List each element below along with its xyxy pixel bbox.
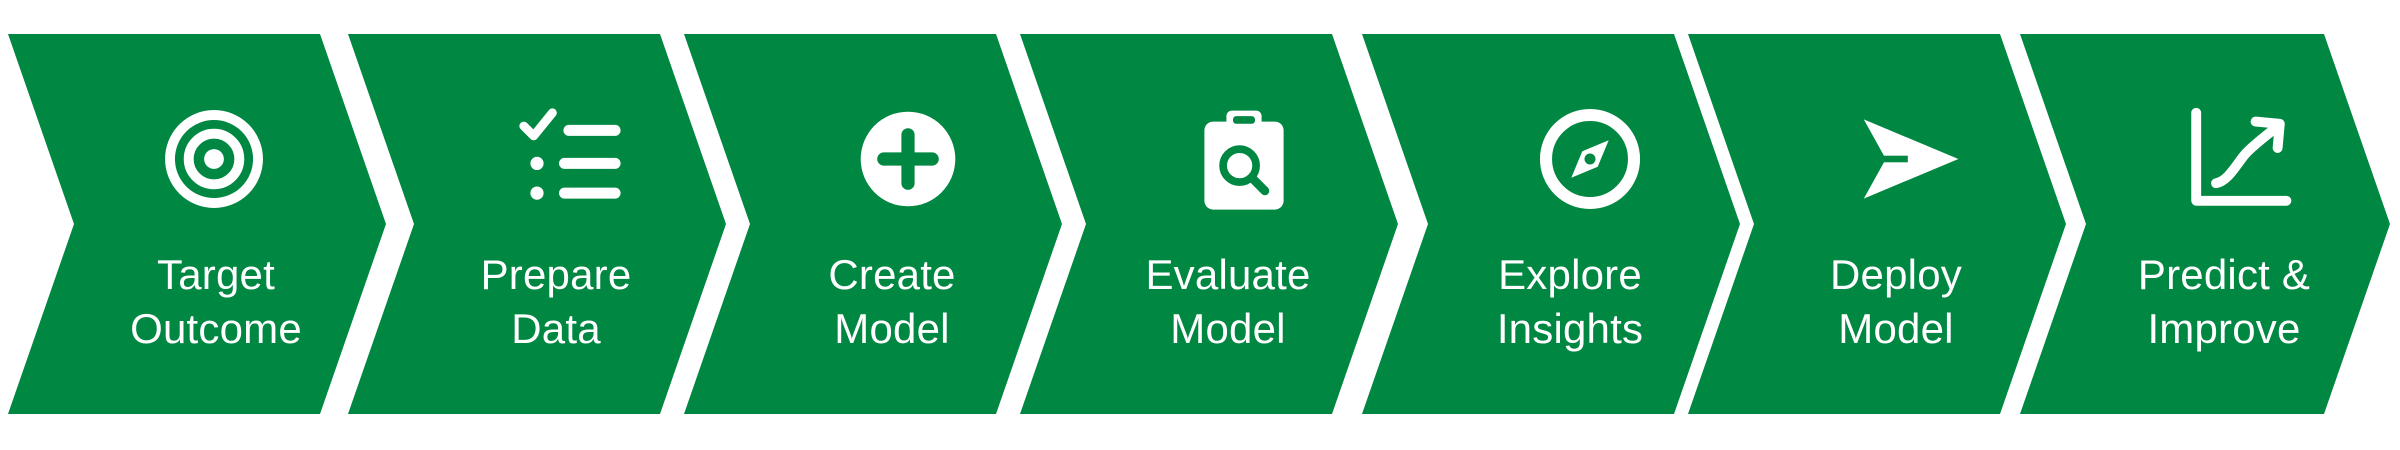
step-label-line: Model [1838,305,1954,352]
step-label-line: Outcome [130,305,302,352]
trend-chart-icon [2191,107,2292,206]
chevron-shape [348,34,726,414]
step-label-line: Predict & [2137,251,2311,298]
step-predict-improve: Predict & Improve [2020,34,2390,414]
step-create-model: Create Model [684,34,1062,414]
step-label-line: Insights [1496,305,1644,352]
step-label-line: Model [834,305,950,352]
step-label-line: Prepare [480,251,632,298]
step-label-line: Create [828,251,956,298]
step-label: Evaluate Model [1020,248,1398,356]
send-icon [1863,119,1959,199]
step-label: Deploy Model [1688,248,2066,356]
step-label-line: Improve [2147,305,2301,352]
step-target-outcome: Target Outcome [8,34,386,414]
chevron-shape [8,34,386,414]
step-label: Create Model [684,248,1062,356]
step-label: Prepare Data [348,248,726,356]
step-deploy-model: Deploy Model [1688,34,2066,414]
step-label: Target Outcome [8,248,386,356]
step-label-line: Evaluate [1145,251,1311,298]
step-explore-insights: Explore Insights [1362,34,1740,414]
chevron-shape [1362,34,1740,414]
chevron-shape [2020,34,2390,414]
chevron-shape [684,34,1062,414]
target-icon [165,110,263,208]
step-label: Predict & Improve [2020,248,2390,356]
step-label-line: Model [1170,305,1286,352]
plus-circle-icon [860,111,956,207]
step-label-line: Explore [1498,251,1642,298]
checklist-icon [519,108,621,200]
chevron-shape [1020,34,1398,414]
step-prepare-data: Prepare Data [348,34,726,414]
step-label-line: Target [157,251,275,298]
clipboard-search-icon [1204,110,1284,210]
step-label-line: Data [511,305,601,352]
step-label-line: Deploy [1830,251,1962,298]
compass-icon [1539,108,1641,210]
chevron-shape [1688,34,2066,414]
step-label: Explore Insights [1362,248,1740,356]
step-evaluate-model: Evaluate Model [1020,34,1398,414]
